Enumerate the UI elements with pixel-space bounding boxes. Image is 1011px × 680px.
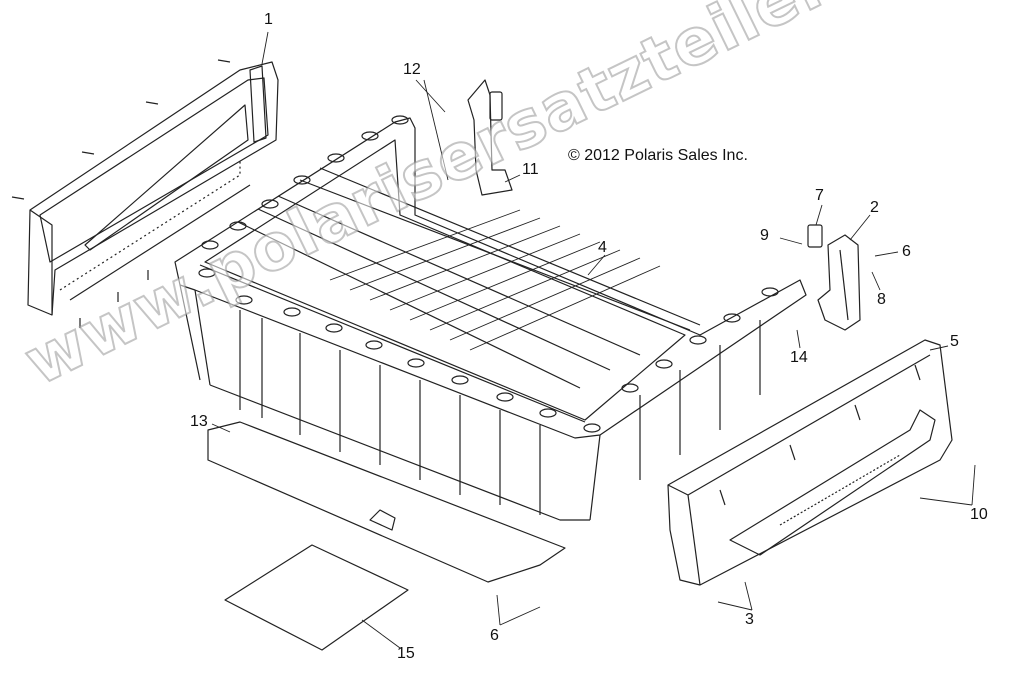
bolts-left (11, 59, 231, 328)
callout-14: 14 (790, 349, 808, 366)
bracket-part-11 (467, 79, 513, 196)
callout-11: 11 (522, 161, 539, 178)
callout-9: 9 (760, 227, 769, 244)
cargo-bed-part (174, 115, 807, 521)
callout-15: 15 (397, 645, 415, 662)
callout-10: 10 (970, 506, 988, 523)
callout-1: 1 (264, 11, 273, 28)
front-panel-part (27, 61, 279, 316)
copyright-text: © 2012 Polaris Sales Inc. (568, 147, 748, 164)
callout-6-lower: 6 (490, 627, 499, 644)
callout-2: 2 (870, 199, 879, 216)
bed-mat-part-15 (224, 544, 409, 651)
tailgate-part (667, 339, 953, 586)
bracket-part-2 (817, 234, 861, 331)
callout-8: 8 (877, 291, 886, 308)
callout-4: 4 (598, 239, 607, 256)
latch-part-7 (807, 224, 823, 248)
callout-7: 7 (815, 187, 824, 204)
callout-6-upper: 6 (902, 243, 911, 260)
leader-lines (211, 31, 976, 649)
callout-5: 5 (950, 333, 959, 350)
callout-3: 3 (745, 611, 754, 628)
callout-13: 13 (190, 413, 208, 430)
skid-plate-part-13 (207, 421, 566, 583)
callout-12: 12 (403, 61, 421, 78)
